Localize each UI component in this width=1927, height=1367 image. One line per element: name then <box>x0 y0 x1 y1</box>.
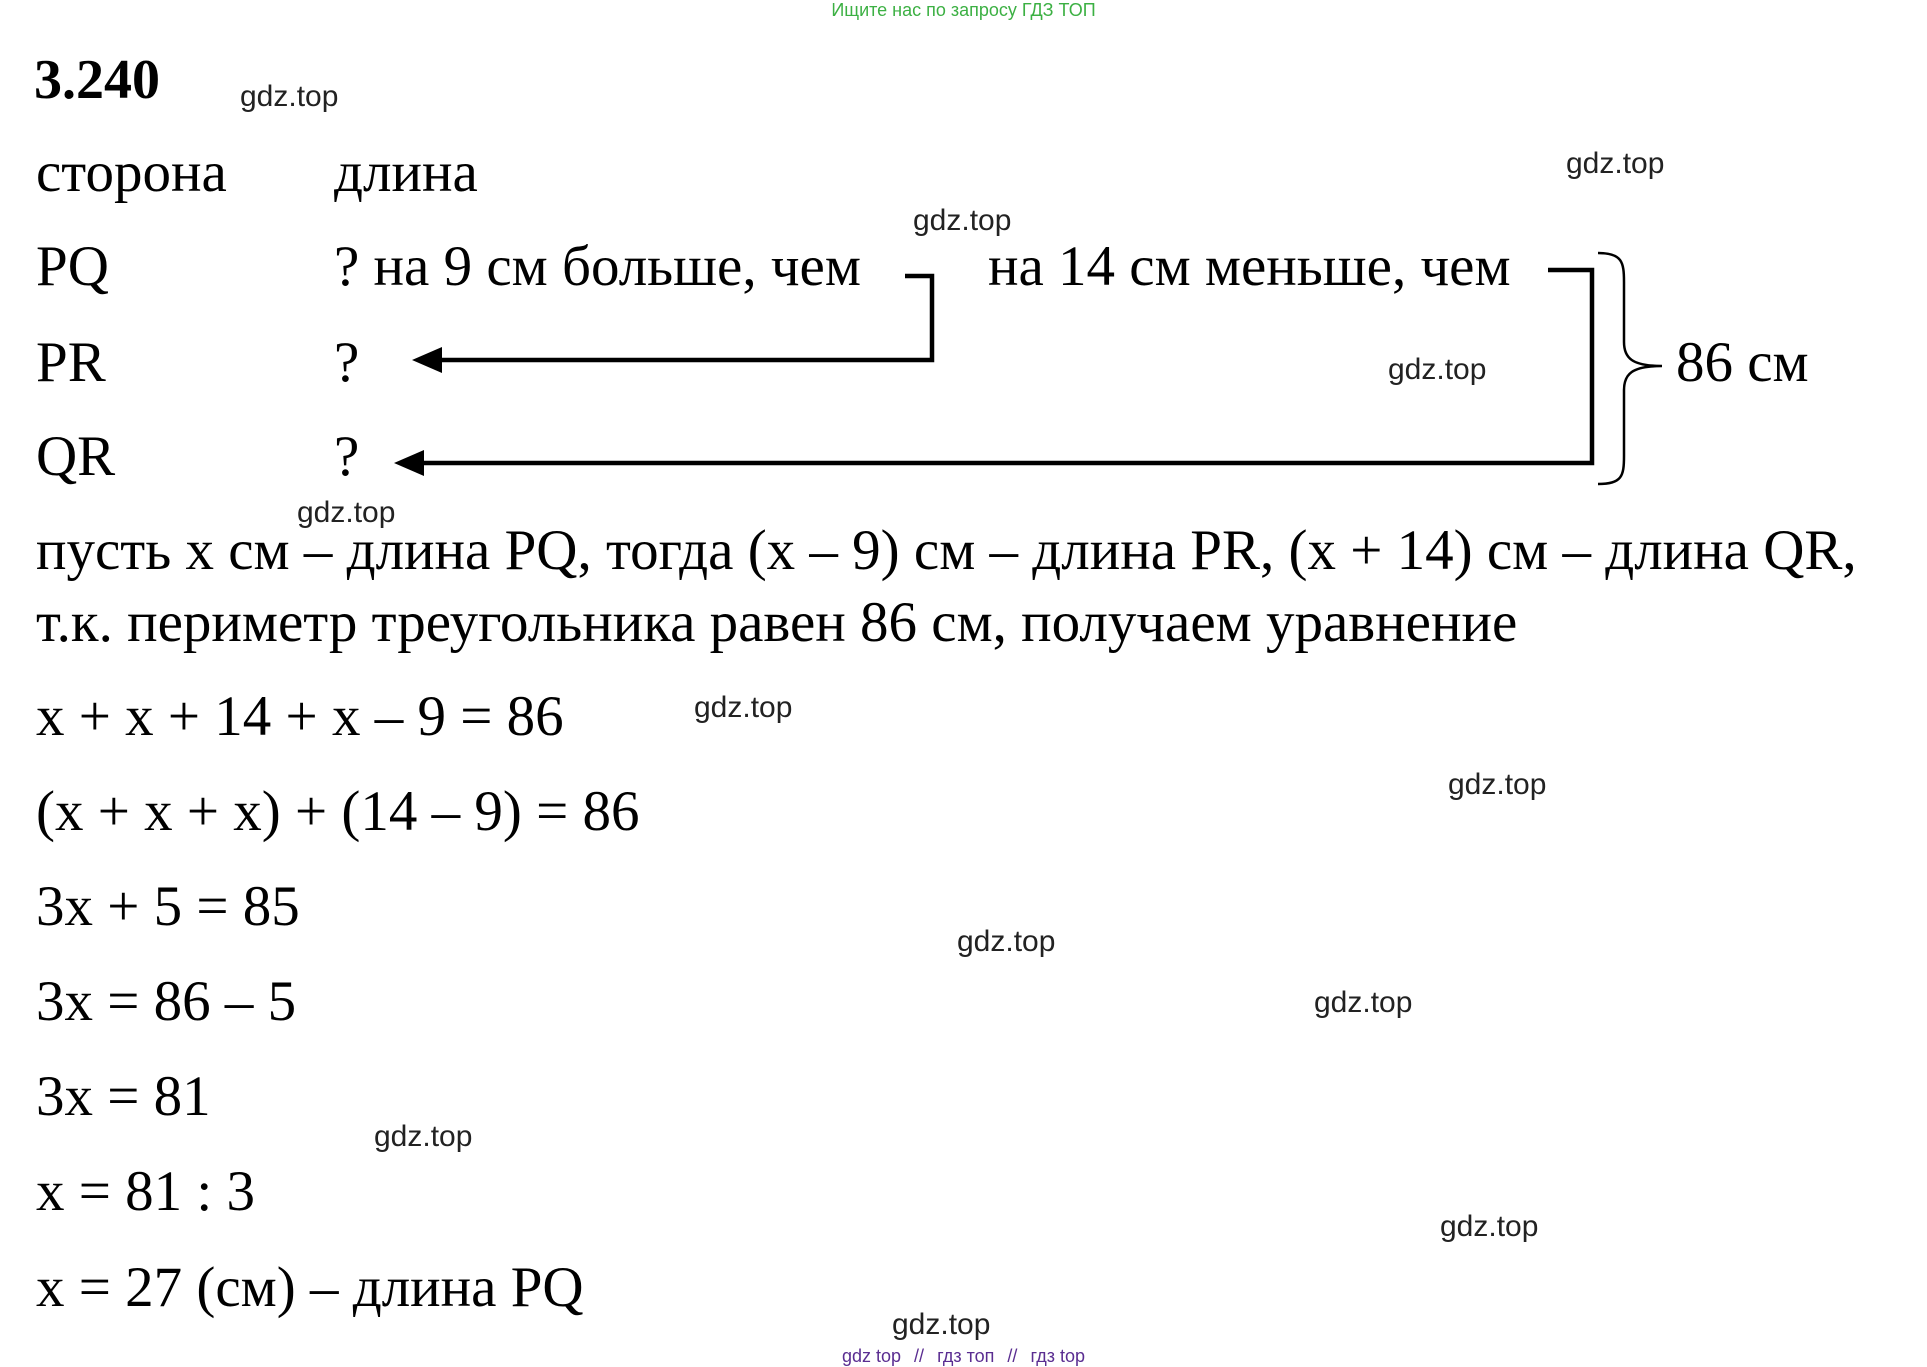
column-header-side: сторона <box>36 141 227 204</box>
total-perimeter-label: 86 см <box>1676 331 1809 394</box>
arrow-pq-to-pr-head <box>412 347 442 373</box>
equation-step-7: x = 27 (см) – длина PQ <box>36 1256 584 1319</box>
footer-link-gdz-top-mixed[interactable]: гдз top <box>1030 1346 1085 1366</box>
watermark: gdz.top <box>1314 986 1413 1019</box>
watermark: gdz.top <box>913 204 1012 237</box>
row-pr-length: ? <box>334 331 360 394</box>
watermark: gdz.top <box>374 1120 473 1153</box>
footer-links: gdz top // гдз топ // гдз top <box>0 1347 1927 1365</box>
equation-step-6: x = 81 : 3 <box>36 1160 255 1223</box>
equation-step-2: (x + x + x) + (14 – 9) = 86 <box>36 780 640 843</box>
arrow-pq-to-qr-head <box>394 450 424 476</box>
top-banner: Ищите нас по запросу ГДЗ ТОП <box>831 0 1096 20</box>
footer-separator: // <box>914 1346 925 1366</box>
footer-separator: // <box>1007 1346 1018 1366</box>
watermark: gdz.top <box>892 1308 991 1341</box>
footer-link-gdz-top-ru[interactable]: гдз топ <box>937 1346 995 1366</box>
row-pq-side: PQ <box>36 235 109 298</box>
row-pq-length: ? на 9 см больше, чем <box>334 235 861 298</box>
row-pr-side: PR <box>36 331 106 394</box>
footer-link-gdz-top[interactable]: gdz top <box>841 1346 902 1366</box>
watermark: gdz.top <box>1566 147 1665 180</box>
watermark: gdz.top <box>694 691 793 724</box>
equation-step-3: 3x + 5 = 85 <box>36 875 300 938</box>
watermark: gdz.top <box>240 80 339 113</box>
column-header-length: длина <box>334 141 478 204</box>
solution-paragraph-line-2: т.к. периметр треугольника равен 86 см, … <box>36 591 1518 654</box>
problem-number: 3.240 <box>34 49 160 111</box>
row-pq-extra: на 14 см меньше, чем <box>988 235 1511 298</box>
equation-step-5: 3x = 81 <box>36 1065 211 1128</box>
watermark: gdz.top <box>297 496 396 529</box>
watermark: gdz.top <box>1388 353 1487 386</box>
solution-paragraph-line-1: пусть x см – длина PQ, тогда (x – 9) см … <box>36 519 1857 582</box>
equation-step-4: 3x = 86 – 5 <box>36 970 297 1033</box>
perimeter-brace <box>1597 251 1663 486</box>
watermark: gdz.top <box>957 925 1056 958</box>
watermark: gdz.top <box>1448 768 1547 801</box>
watermark: gdz.top <box>1440 1210 1539 1243</box>
equation-step-1: x + x + 14 + x – 9 = 86 <box>36 685 564 748</box>
row-qr-length: ? <box>334 425 360 488</box>
row-qr-side: QR <box>36 425 116 488</box>
